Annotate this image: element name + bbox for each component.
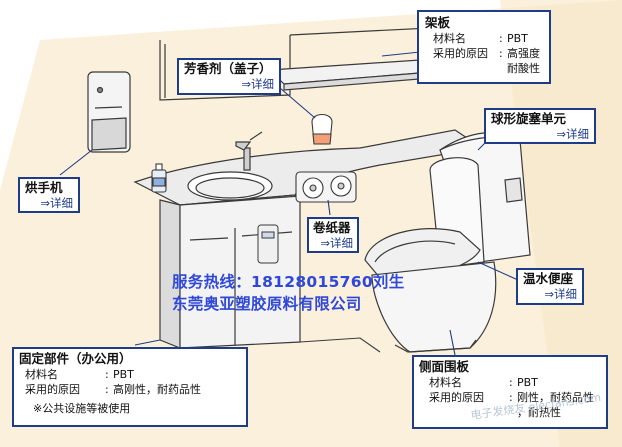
- fixed-parts-note: ※公共设施等被使用: [33, 402, 131, 415]
- side-panel-spec-row: 采用的原因:刚性，耐药品性: [429, 391, 594, 404]
- ball-valve-title: 球形旋塞单元: [491, 111, 567, 126]
- air-freshener-unit: [311, 113, 333, 145]
- remote-panel: [257, 224, 279, 264]
- shelf-spec-row: 采用的原因:高强度: [433, 47, 540, 60]
- ball-valve-callout[interactable]: 球形旋塞单元 ⇒详细: [484, 108, 596, 144]
- shelf-spec-row: 耐酸性: [507, 62, 540, 75]
- side-panel-callout[interactable]: 侧面围板 材料名:PBT 采用的原因:刚性，耐药品性 ，耐热性: [412, 355, 608, 429]
- toilet-bowl: [371, 261, 497, 353]
- watermark-company: 东莞奥亚塑胶原料有限公司: [172, 295, 362, 313]
- faucet: [235, 131, 263, 171]
- hand-dryer-title: 烘手机: [25, 180, 63, 195]
- floor-line: [299, 337, 381, 353]
- side-panel-spec-row: 材料名:PBT: [429, 376, 538, 389]
- paper-holder-callout[interactable]: 卷纸器 ⇒详细: [307, 217, 359, 253]
- paper-holder-title: 卷纸器: [313, 220, 351, 235]
- fixed-parts-callout[interactable]: 固定部件（办公用） 材料名:PBT 采用的原因:高刚性，耐药品性 ※公共设施等被…: [12, 347, 248, 427]
- paper-holder-unit: [295, 171, 357, 203]
- shelf-title: 架板: [425, 15, 451, 30]
- ball-valve-detail-link[interactable]: ⇒详细: [556, 127, 589, 141]
- fixed-parts-title: 固定部件（办公用）: [19, 351, 132, 366]
- air-freshener-detail-link[interactable]: ⇒详细: [241, 77, 274, 91]
- warm-seat-title: 温水便座: [523, 271, 574, 286]
- side-panel-spec-row: ，耐热性: [517, 406, 561, 419]
- shelf-spec-row: 材料名:PBT: [433, 32, 528, 45]
- air-freshener-callout[interactable]: 芳香剂（盖子） ⇒详细: [177, 58, 281, 95]
- warm-seat-callout[interactable]: 温水便座 ⇒详细: [516, 268, 584, 305]
- air-freshener-title: 芳香剂（盖子）: [184, 61, 272, 76]
- hand-dryer-callout[interactable]: 烘手机 ⇒详细: [18, 177, 80, 213]
- watermark-hotline: 服务热线：18128015760刘生: [172, 273, 405, 291]
- soap-bottle: [151, 163, 167, 193]
- hand-dryer-unit: [87, 71, 131, 153]
- fixed-parts-spec-row: 采用的原因:高刚性，耐药品性: [25, 383, 201, 396]
- fixed-parts-spec-row: 材料名:PBT: [25, 368, 134, 381]
- hand-dryer-detail-link[interactable]: ⇒详细: [40, 196, 73, 210]
- shelf-callout[interactable]: 架板 材料名:PBT 采用的原因:高强度 耐酸性: [417, 10, 551, 84]
- warm-seat-detail-link[interactable]: ⇒详细: [544, 287, 577, 301]
- side-panel-title: 侧面围板: [419, 359, 470, 374]
- leader-lines: [59, 51, 519, 356]
- paper-holder-detail-link[interactable]: ⇒详细: [320, 236, 353, 250]
